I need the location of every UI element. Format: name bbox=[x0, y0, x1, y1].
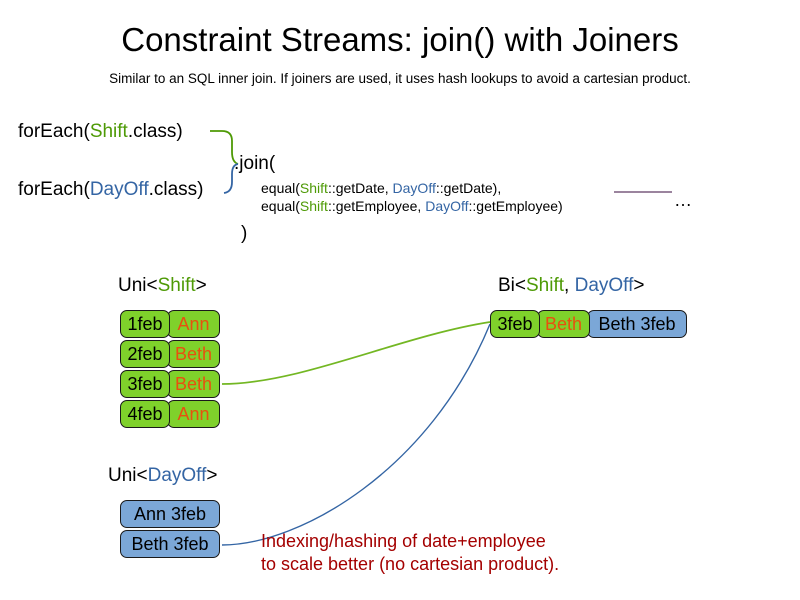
code-join-close: ) bbox=[241, 223, 248, 244]
cell-dayoff: Ann 3feb bbox=[120, 500, 220, 528]
bi-row: 3feb Beth Beth 3feb bbox=[490, 310, 687, 338]
joiner1-right-type: DayOff bbox=[392, 180, 436, 196]
page-subtitle: Similar to an SQL inner join. If joiners… bbox=[109, 71, 691, 86]
uni-dayoff-row: Beth 3feb bbox=[120, 530, 220, 558]
bi-type-b: DayOff bbox=[574, 275, 634, 296]
uni-dayoff-type: DayOff bbox=[147, 465, 207, 486]
bi-prefix: Bi< bbox=[498, 275, 526, 296]
cell-date: 3feb bbox=[120, 370, 170, 398]
cell-date: 2feb bbox=[120, 340, 170, 368]
code-join-open: .join( bbox=[234, 153, 276, 174]
uni-dayoff-suffix: > bbox=[206, 465, 218, 486]
bi-suffix: > bbox=[633, 275, 645, 296]
header-uni-dayoff: Uni<DayOff> bbox=[108, 464, 218, 488]
joiner2-left-type: Shift bbox=[299, 198, 328, 214]
code-foreach-shift: forEach(Shift.class) bbox=[18, 120, 183, 144]
ellipsis-text: … bbox=[674, 190, 692, 210]
cell-date: 4feb bbox=[120, 400, 170, 428]
link-shift-to-bi bbox=[221, 321, 491, 385]
joiner2-prefix: equal( bbox=[261, 198, 300, 214]
note-line-1: Indexing/hashing of date+employee bbox=[261, 531, 546, 551]
foreach-shift-prefix: forEach( bbox=[18, 121, 90, 142]
foreach-dayoff-suffix: .class) bbox=[148, 179, 204, 200]
cell-date: 3feb bbox=[490, 310, 540, 338]
code-foreach-dayoff: forEach(DayOff.class) bbox=[18, 178, 204, 202]
foreach-shift-type: Shift bbox=[89, 121, 128, 142]
cell-employee: Ann bbox=[167, 400, 220, 428]
annotation-note: Indexing/hashing of date+employee to sca… bbox=[261, 530, 559, 576]
joiner1-right-ref: ::getDate), bbox=[435, 180, 502, 196]
uni-shift-row: 2feb Beth bbox=[120, 340, 220, 368]
link-dayoff-to-bi bbox=[221, 323, 491, 546]
note-line-2: to scale better (no cartesian product). bbox=[261, 554, 560, 574]
joiner1-left-type: Shift bbox=[299, 180, 328, 196]
foreach-dayoff-type: DayOff bbox=[89, 179, 149, 200]
header-uni-shift: Uni<Shift> bbox=[118, 274, 207, 298]
cell-dayoff: Beth 3feb bbox=[120, 530, 220, 558]
joiner1-left-ref: ::getDate, bbox=[327, 180, 393, 196]
uni-shift-suffix: > bbox=[195, 275, 207, 296]
cell-employee: Beth bbox=[167, 340, 220, 368]
foreach-shift-suffix: .class) bbox=[127, 121, 183, 142]
joiner2-right-type: DayOff bbox=[425, 198, 469, 214]
uni-shift-row: 3feb Beth bbox=[120, 370, 220, 398]
uni-shift-prefix: Uni< bbox=[118, 275, 158, 296]
cell-date: 1feb bbox=[120, 310, 170, 338]
foreach-dayoff-prefix: forEach( bbox=[18, 179, 90, 200]
cell-employee: Ann bbox=[167, 310, 220, 338]
code-joiner-1: equal(Shift::getDate, DayOff::getDate), bbox=[261, 179, 501, 198]
uni-dayoff-row: Ann 3feb bbox=[120, 500, 220, 528]
code-joiner-2: equal(Shift::getEmployee, DayOff::getEmp… bbox=[261, 197, 563, 216]
cell-dayoff: Beth 3feb bbox=[587, 310, 687, 338]
bi-type-a: Shift bbox=[526, 275, 565, 296]
joiner2-right-ref: ::getEmployee) bbox=[468, 198, 563, 214]
uni-shift-type: Shift bbox=[157, 275, 196, 296]
page-title: Constraint Streams: join() with Joiners bbox=[121, 21, 679, 58]
cell-employee: Beth bbox=[537, 310, 590, 338]
header-bi: Bi<Shift, DayOff> bbox=[498, 274, 644, 298]
uni-dayoff-prefix: Uni< bbox=[108, 465, 148, 486]
cell-employee: Beth bbox=[167, 370, 220, 398]
uni-shift-row: 1feb Ann bbox=[120, 310, 220, 338]
uni-shift-row: 4feb Ann bbox=[120, 400, 220, 428]
joiner1-prefix: equal( bbox=[261, 180, 300, 196]
bi-sep: , bbox=[564, 275, 575, 296]
joiner2-left-ref: ::getEmployee, bbox=[327, 198, 426, 214]
